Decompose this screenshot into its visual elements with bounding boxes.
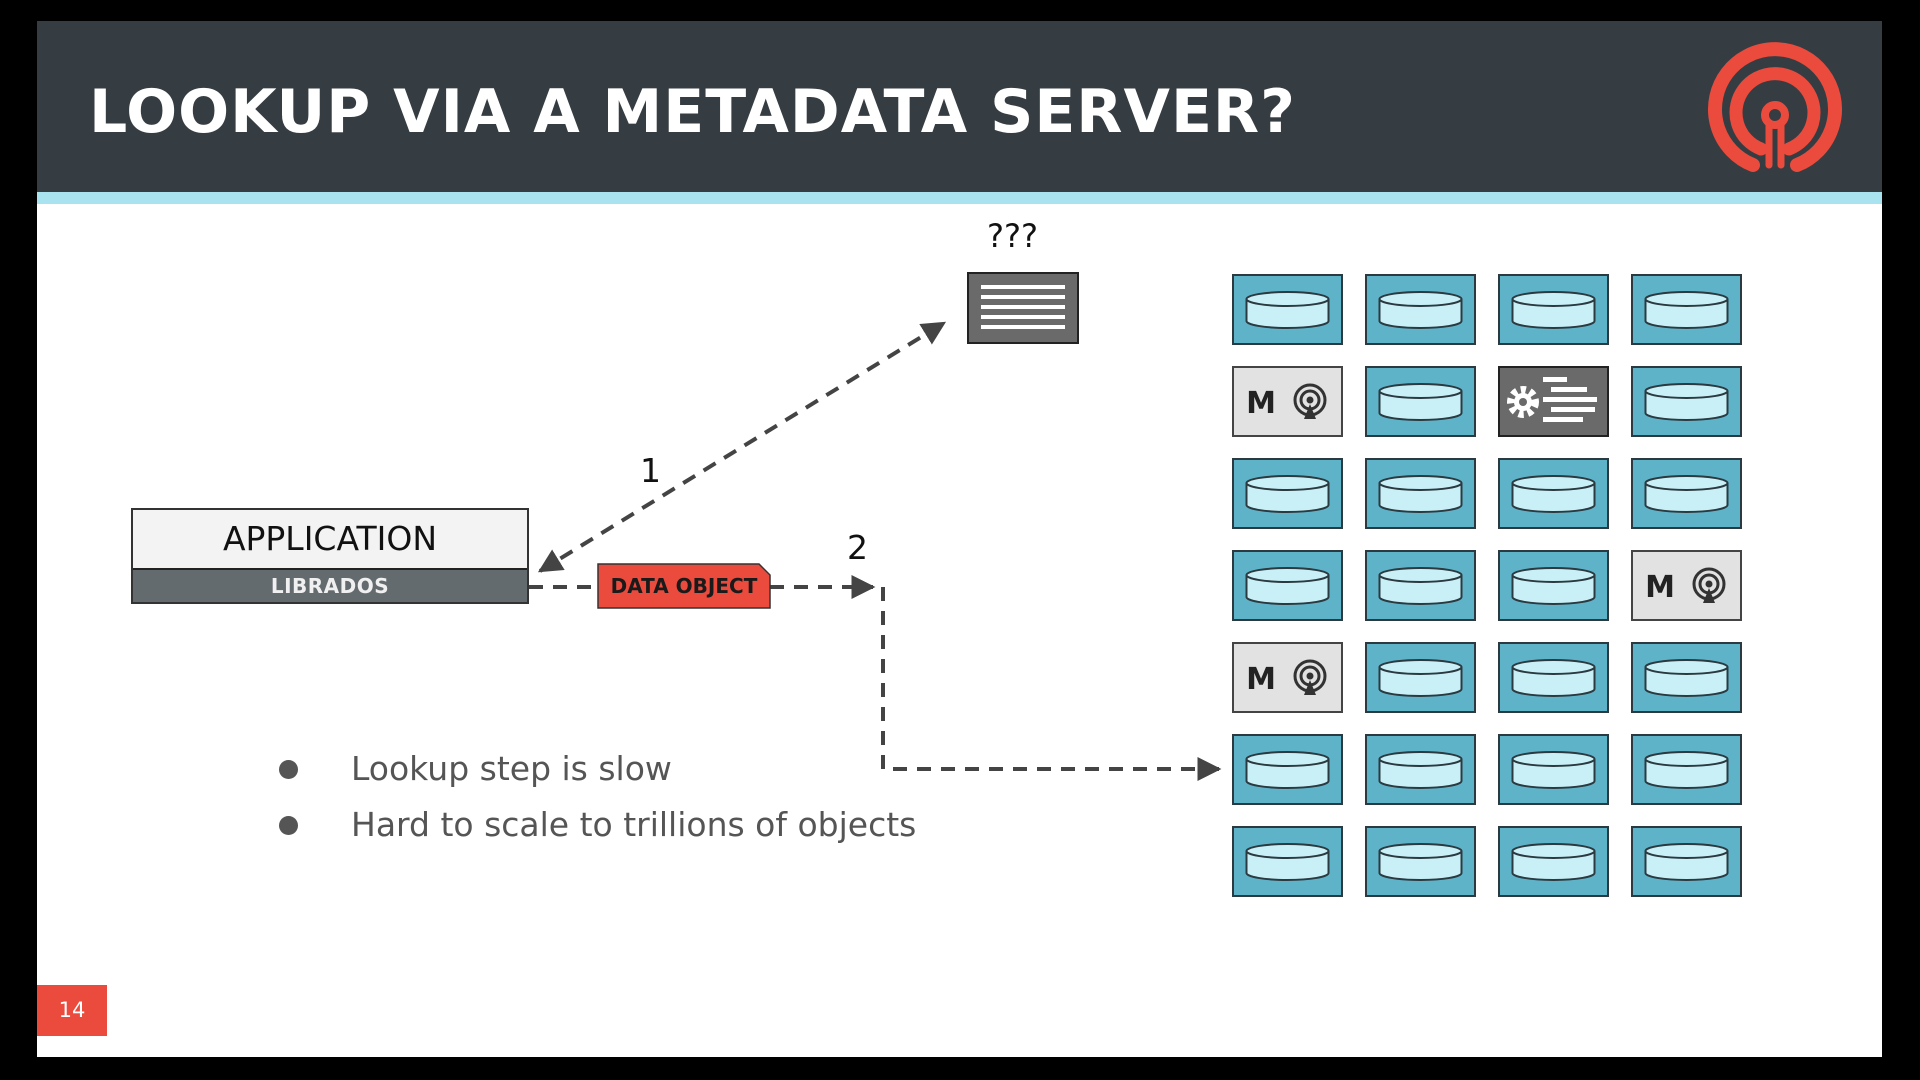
disk-icon — [1378, 659, 1463, 697]
osd-node — [1498, 550, 1609, 621]
monitor-node: M — [1232, 642, 1343, 713]
disk-icon — [1378, 567, 1463, 605]
data-object-tag — [597, 563, 771, 609]
osd-node — [1631, 826, 1742, 897]
disk-icon — [1245, 291, 1330, 329]
osd-node — [1232, 734, 1343, 805]
write-path-connector — [881, 587, 1222, 781]
osd-node — [1365, 366, 1476, 437]
metadata-server — [967, 272, 1079, 344]
disk-icon — [1511, 475, 1596, 513]
librados-bar: LIBRADOS — [133, 568, 527, 602]
diagram-canvas: M M M — [529, 272, 1742, 897]
bullet-item: Hard to scale to trillions of objects — [233, 797, 916, 853]
osd-node — [1365, 642, 1476, 713]
slide-title: LOOKUP VIA A METADATA SERVER? — [89, 77, 1296, 147]
disk-icon — [1245, 843, 1330, 881]
osd-node — [1631, 274, 1742, 345]
osd-node — [1365, 550, 1476, 621]
disk-icon — [1511, 843, 1596, 881]
osd-node — [1232, 458, 1343, 529]
osd-node — [1498, 274, 1609, 345]
osd-node — [1631, 734, 1742, 805]
bullet-list: Lookup step is slow Hard to scale to tri… — [233, 741, 916, 853]
osd-node — [1498, 642, 1609, 713]
broadcast-icon — [1293, 659, 1327, 695]
monitor-label: M — [1645, 570, 1675, 605]
disk-icon — [1511, 751, 1596, 789]
data-object-label: DATA OBJECT — [610, 574, 758, 598]
monitor-node: M — [1232, 366, 1343, 437]
osd-node — [1498, 734, 1609, 805]
monitor-label: M — [1246, 662, 1276, 697]
disk-icon — [1378, 383, 1463, 421]
manager-node — [1498, 366, 1609, 437]
slide: LOOKUP VIA A METADATA SERVER? — [37, 21, 1882, 1057]
disk-icon — [1511, 659, 1596, 697]
librados-label: LIBRADOS — [270, 574, 390, 598]
disk-icon — [1511, 567, 1596, 605]
disk-icon — [1644, 659, 1729, 697]
monitor-node: M — [1631, 550, 1742, 621]
disk-icon — [1245, 567, 1330, 605]
page-number: 14 — [37, 985, 107, 1036]
lookup-arrow — [537, 321, 947, 573]
disk-icon — [1378, 843, 1463, 881]
osd-node — [1232, 550, 1343, 621]
disk-icon — [1511, 291, 1596, 329]
broadcast-icon — [1692, 567, 1726, 603]
osd-node — [1365, 734, 1476, 805]
bullet-dot-icon — [279, 816, 298, 835]
disk-icon — [1644, 475, 1729, 513]
disk-icon — [1245, 475, 1330, 513]
osd-node — [1365, 274, 1476, 345]
application-box: APPLICATION LIBRADOS — [131, 508, 529, 604]
osd-node — [1631, 642, 1742, 713]
bullet-item: Lookup step is slow — [233, 741, 916, 797]
osd-node — [1631, 458, 1742, 529]
osd-node — [1365, 458, 1476, 529]
osd-node — [1498, 458, 1609, 529]
disk-icon — [1378, 751, 1463, 789]
disk-icon — [1644, 291, 1729, 329]
disk-icon — [1644, 751, 1729, 789]
step-2-label: 2 — [847, 528, 868, 567]
broadcast-icon — [1293, 383, 1327, 419]
step-1-label: 1 — [640, 451, 661, 490]
disk-icon — [1378, 291, 1463, 329]
bullet-text: Lookup step is slow — [351, 749, 672, 788]
bullet-text: Hard to scale to trillions of objects — [351, 805, 917, 844]
header-stripe — [37, 192, 1882, 204]
slide-header: LOOKUP VIA A METADATA SERVER? — [37, 21, 1882, 192]
application-label: APPLICATION — [222, 519, 438, 558]
monitor-label: M — [1246, 386, 1276, 421]
osd-node — [1365, 826, 1476, 897]
server-rack-icon — [981, 285, 1065, 329]
osd-node — [1631, 366, 1742, 437]
osd-node — [1232, 826, 1343, 897]
gear-list-icon — [1507, 377, 1597, 422]
bullet-dot-icon — [279, 760, 298, 779]
metadata-server-label: ??? — [987, 217, 1038, 255]
storage-cluster: M M M — [1232, 274, 1742, 897]
disk-icon — [1245, 751, 1330, 789]
disk-icon — [1378, 475, 1463, 513]
osd-node — [1498, 826, 1609, 897]
osd-node — [1232, 274, 1343, 345]
disk-icon — [1644, 843, 1729, 881]
ceph-logo-icon — [1708, 42, 1842, 172]
data-object: DATA OBJECT — [598, 564, 770, 608]
disk-icon — [1644, 383, 1729, 421]
